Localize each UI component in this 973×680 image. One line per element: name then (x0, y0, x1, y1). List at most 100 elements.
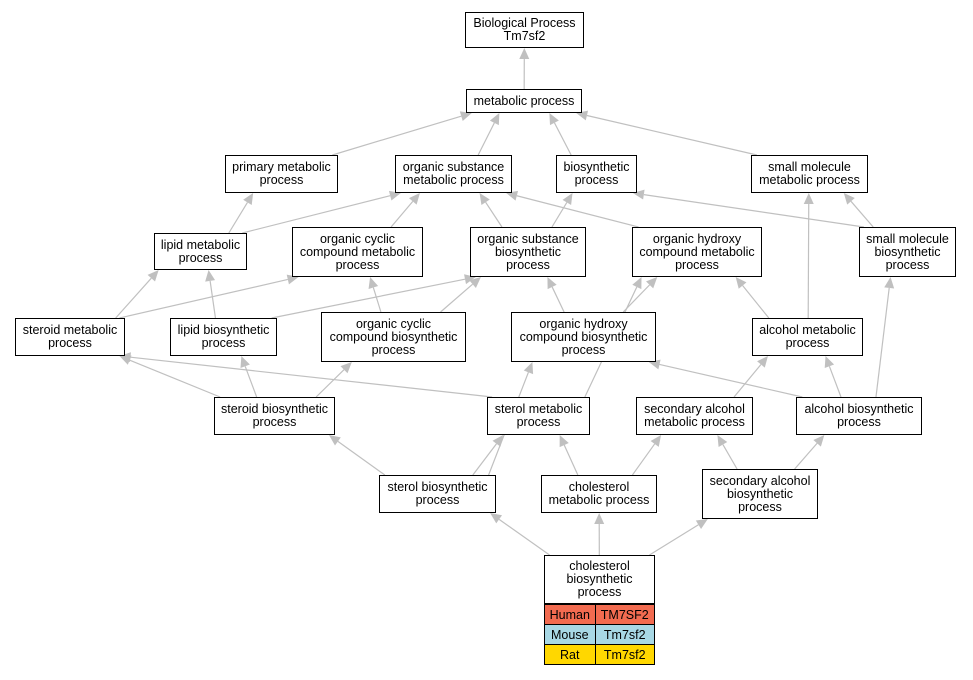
gene-label[interactable]: TM7SF2 (594, 604, 656, 625)
edge-sterolmet-to-steroidmet (130, 356, 493, 398)
arrowhead-icon (813, 435, 825, 447)
node-label-line: sterol metabolic (494, 402, 583, 416)
edge-orghyd-to-orgsub (516, 195, 639, 228)
node-metabolic-process[interactable]: metabolic process (466, 89, 582, 113)
arrowhead-icon (205, 270, 216, 282)
node-label-line: process (675, 257, 719, 272)
node-label-line: process (516, 415, 561, 429)
edge-cholbio-to-sterolbio (498, 518, 550, 556)
edge-primary-to-metabolic (332, 115, 462, 156)
node-label-line: primary metabolic (232, 160, 331, 174)
edge-sterolbio-to-sterolmet (472, 443, 497, 476)
node-label-line: organic substance (402, 160, 505, 174)
node-label-line: process (335, 257, 380, 272)
species-gene-table: Human TM7SF2 Mouse Tm7sf2 Rat Tm7sf2 (544, 604, 656, 665)
node-label-line: organic hydroxy (539, 316, 628, 331)
edge-steroidmet-to-lipidmet (115, 277, 152, 319)
arrowhead-icon (576, 110, 589, 121)
edge-smallmol-to-metabolic (586, 114, 757, 156)
node-label-line: process (178, 250, 223, 265)
arrowhead-icon (717, 435, 728, 448)
node-label-line: compound metabolic (299, 244, 416, 259)
edge-smallmolbio-to-biosynth (643, 194, 864, 228)
arrowhead-icon (549, 113, 559, 126)
edge-alcbio-to-orghydbio (659, 363, 803, 398)
arrowhead-icon (506, 190, 519, 201)
edge-alcbio-to-smallmolbio (875, 287, 890, 398)
node-label-line: alcohol metabolic (759, 323, 856, 337)
node-label-line: process (574, 173, 619, 187)
node-label-line: cholesterol (568, 480, 630, 494)
gene-label[interactable]: Tm7sf2 (594, 624, 656, 645)
edge-cholmet-to-sterolmet (563, 444, 579, 476)
node-label-line: Tm7sf2 (503, 29, 546, 43)
node-label-line: process (738, 499, 782, 514)
arrowhead-icon (459, 111, 472, 121)
node-label-line: metabolic process (473, 93, 575, 108)
edge-sterolbio-to-steroidbio (337, 440, 386, 476)
edge-orghydbio-to-orgsubbio (551, 286, 565, 313)
arrowhead-icon (243, 193, 254, 205)
edge-orgcycbio-to-orgsubbio (440, 283, 474, 313)
arrowhead-icon (469, 277, 481, 288)
edge-secalcbio-to-secalcmet (722, 444, 738, 470)
arrowhead-icon (240, 356, 250, 369)
arrowhead-icon (340, 362, 352, 374)
arrowhead-icon (650, 435, 662, 447)
edge-smallmolbio-to-smallmol (850, 200, 874, 228)
node-label-line: secondary alcohol (709, 473, 811, 488)
arrowhead-icon (757, 356, 768, 368)
node-label-line: steroid biosynthetic (220, 402, 328, 416)
node-label-line: process (48, 336, 92, 350)
arrowhead-icon (368, 277, 379, 289)
species-label: Rat (544, 644, 596, 665)
node-label-line: alcohol biosynthetic (804, 402, 914, 416)
arrowhead-icon (646, 277, 658, 289)
node-label-line: biosynthetic (874, 244, 941, 259)
node-label-line: process (837, 415, 881, 429)
node-label-line: organic cyclic (319, 231, 396, 246)
species-row-mouse: Mouse Tm7sf2 (544, 624, 656, 645)
node-label-line: cholesterol (569, 559, 630, 573)
species-row-rat: Rat Tm7sf2 (544, 644, 656, 665)
gene-label[interactable]: Tm7sf2 (594, 644, 656, 665)
node-label-line: process (577, 585, 622, 599)
node-label-line: biosynthetic (494, 244, 561, 259)
arrowhead-icon (490, 513, 503, 524)
node-label-line: compound biosynthetic (329, 329, 458, 344)
node-label-line: steroid metabolic (22, 323, 118, 337)
node-label-line: metabolic process (403, 173, 504, 187)
arrowhead-icon (559, 435, 569, 448)
arrowhead-icon (884, 277, 895, 289)
arrowhead-icon (119, 352, 131, 363)
node-label-line: process (371, 342, 416, 357)
arrowhead-icon (519, 48, 530, 60)
node-label-line: small molecule (768, 160, 851, 174)
edge-steroidmet-to-orgcyc (119, 278, 288, 319)
node-label-line: process (252, 415, 297, 429)
